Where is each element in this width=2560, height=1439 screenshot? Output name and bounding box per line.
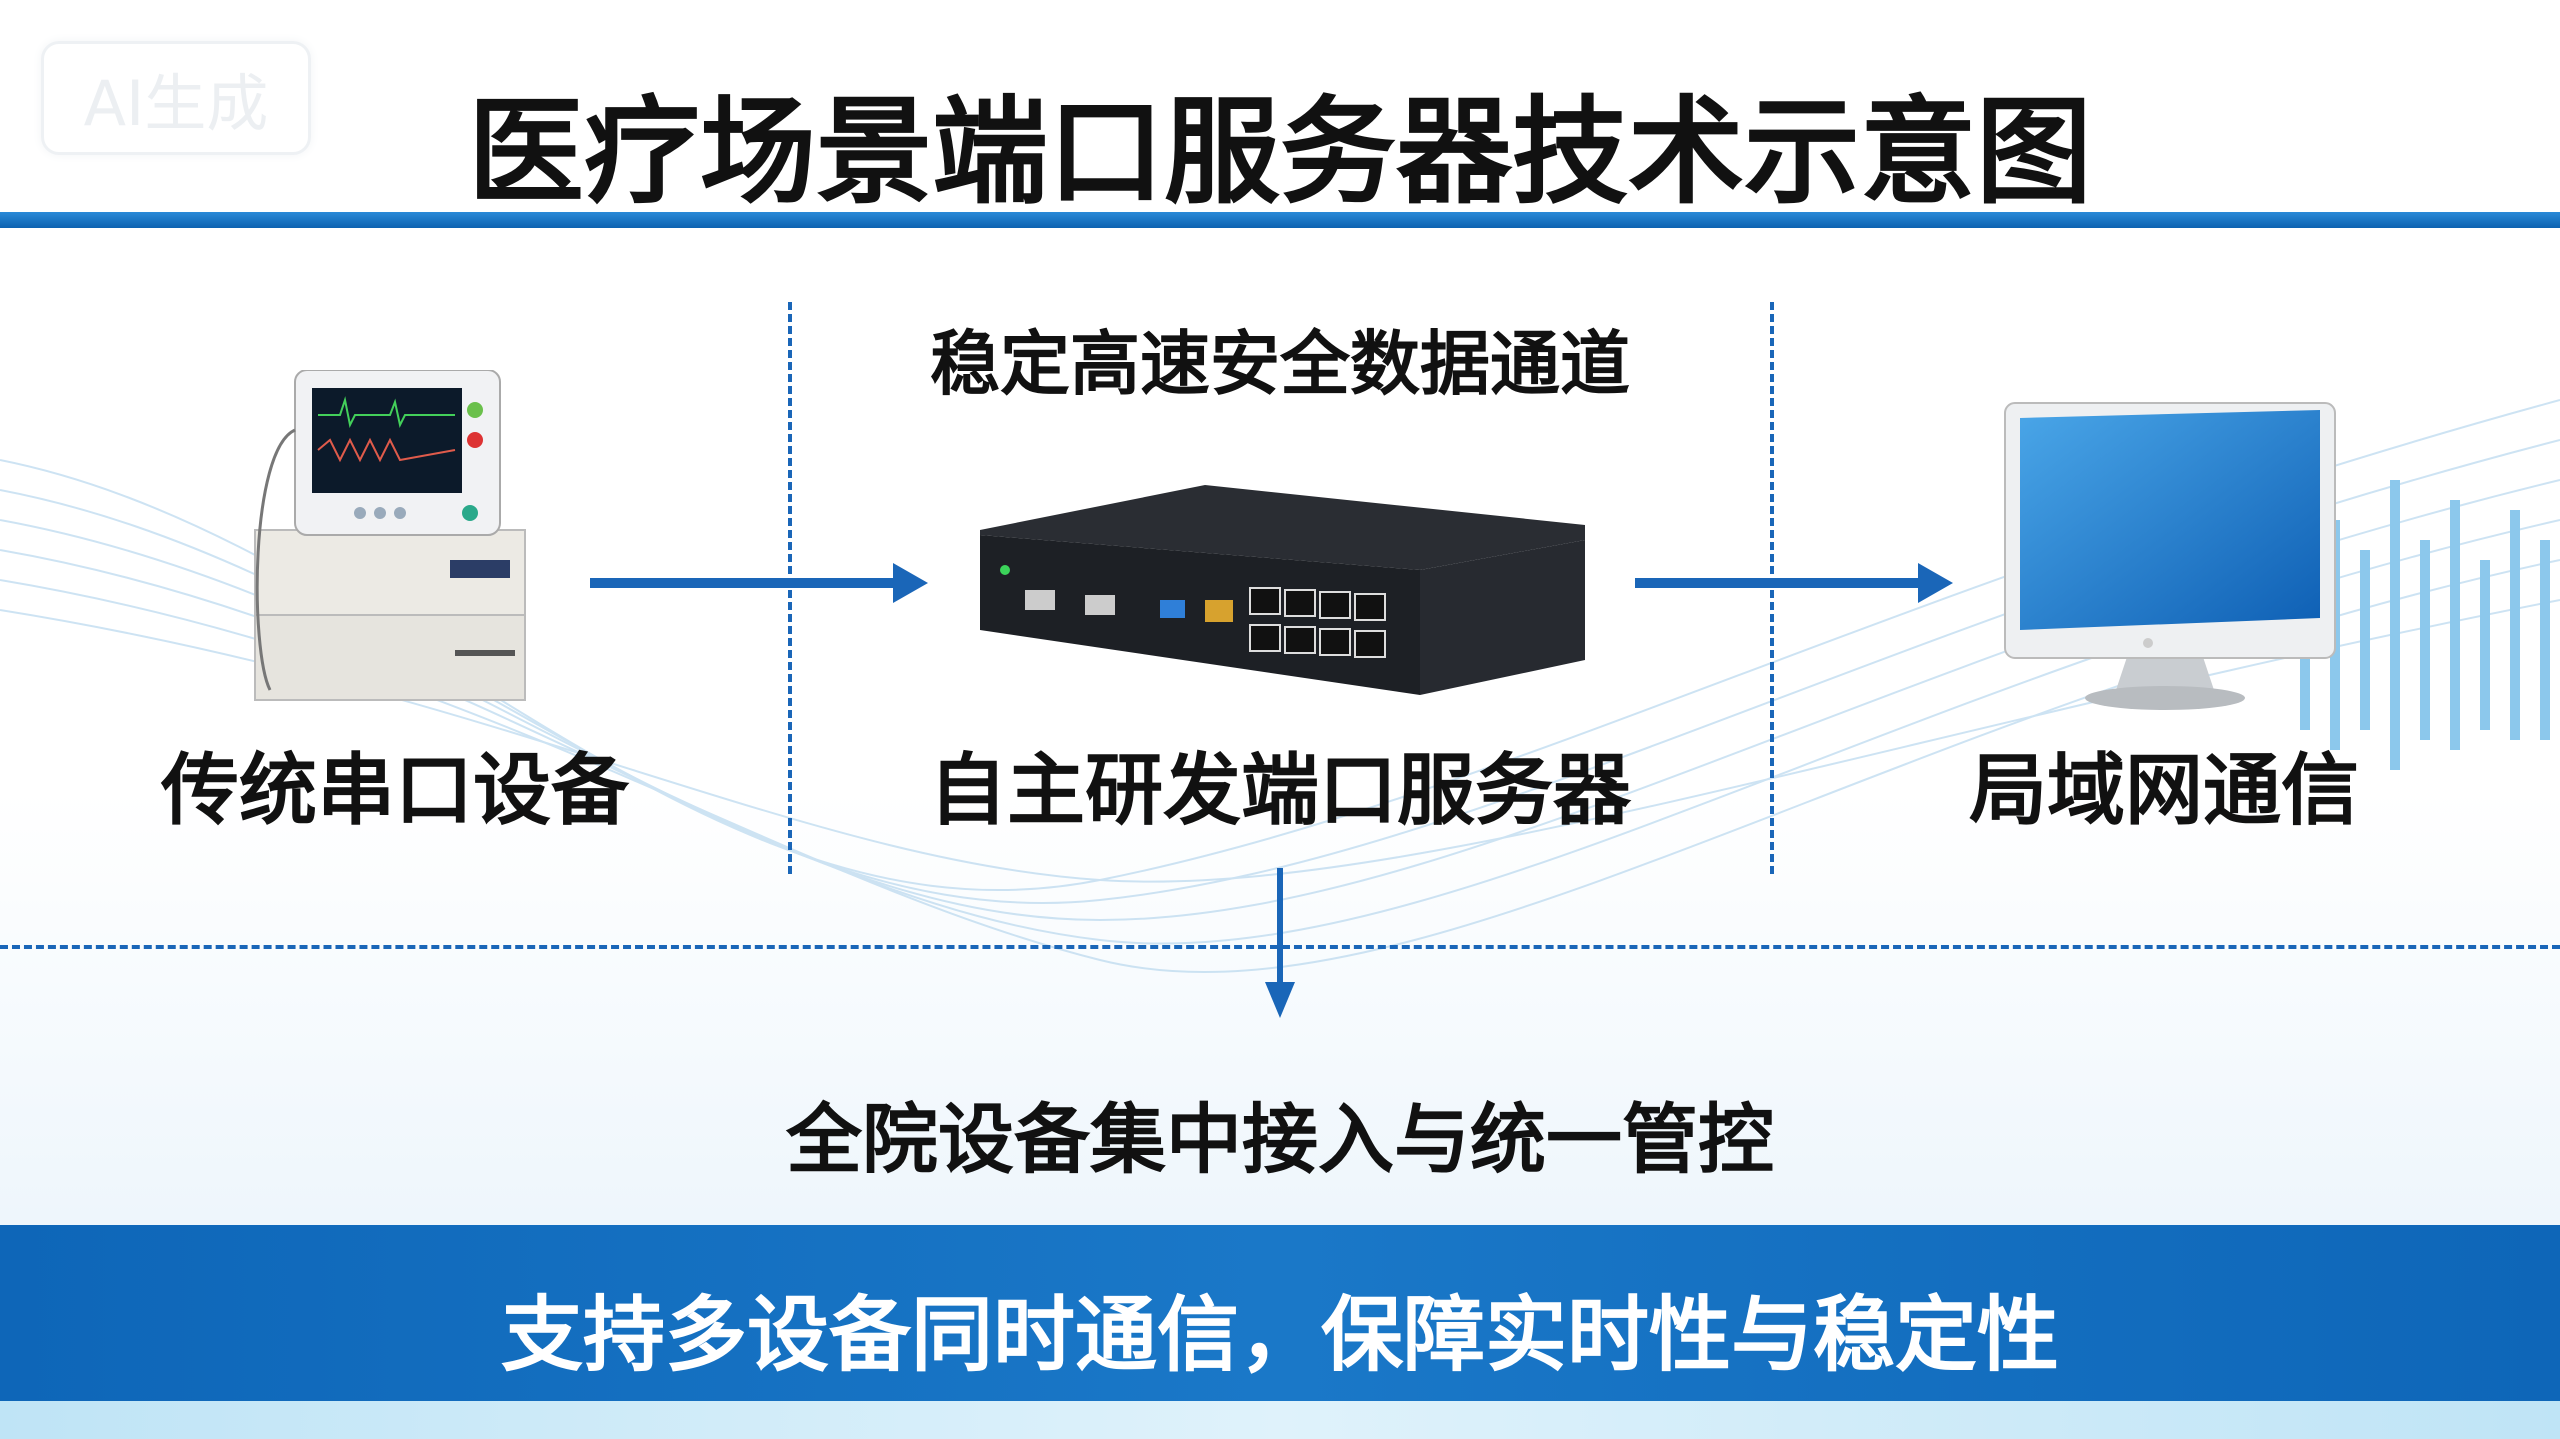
arrow-server-down	[1277, 868, 1283, 988]
port-server-icon	[980, 485, 1585, 695]
arrow-server-to-lan	[1635, 578, 1920, 588]
arrow-head	[893, 563, 928, 603]
arrow-head	[1918, 563, 1953, 603]
node-label-port-server: 自主研发端口服务器	[928, 746, 1632, 836]
summary-banner	[0, 1225, 2560, 1401]
channel-label: 稳定高速安全数据通道	[930, 323, 1630, 405]
medical-monitor-icon	[254, 370, 526, 701]
horizontal-divider	[0, 945, 2560, 949]
summary-banner-text: 支持多设备同时通信，保障实时性与稳定性	[500, 1288, 2060, 1383]
title-divider	[0, 212, 2560, 228]
node-label-serial-device: 传统串口设备	[160, 746, 630, 836]
node-label-lan: 局域网通信	[1968, 746, 2360, 836]
bottom-label: 全院设备集中接入与统一管控	[786, 1095, 1774, 1184]
arrow-head	[1265, 982, 1295, 1018]
footer-strip	[0, 1401, 2560, 1439]
ai-generated-badge: AI生成	[41, 41, 311, 155]
arrow-left-to-server	[590, 578, 895, 588]
page-title: 医疗场景端口服务器技术示意图	[468, 85, 2092, 220]
computer-monitor-icon	[2004, 402, 2336, 710]
